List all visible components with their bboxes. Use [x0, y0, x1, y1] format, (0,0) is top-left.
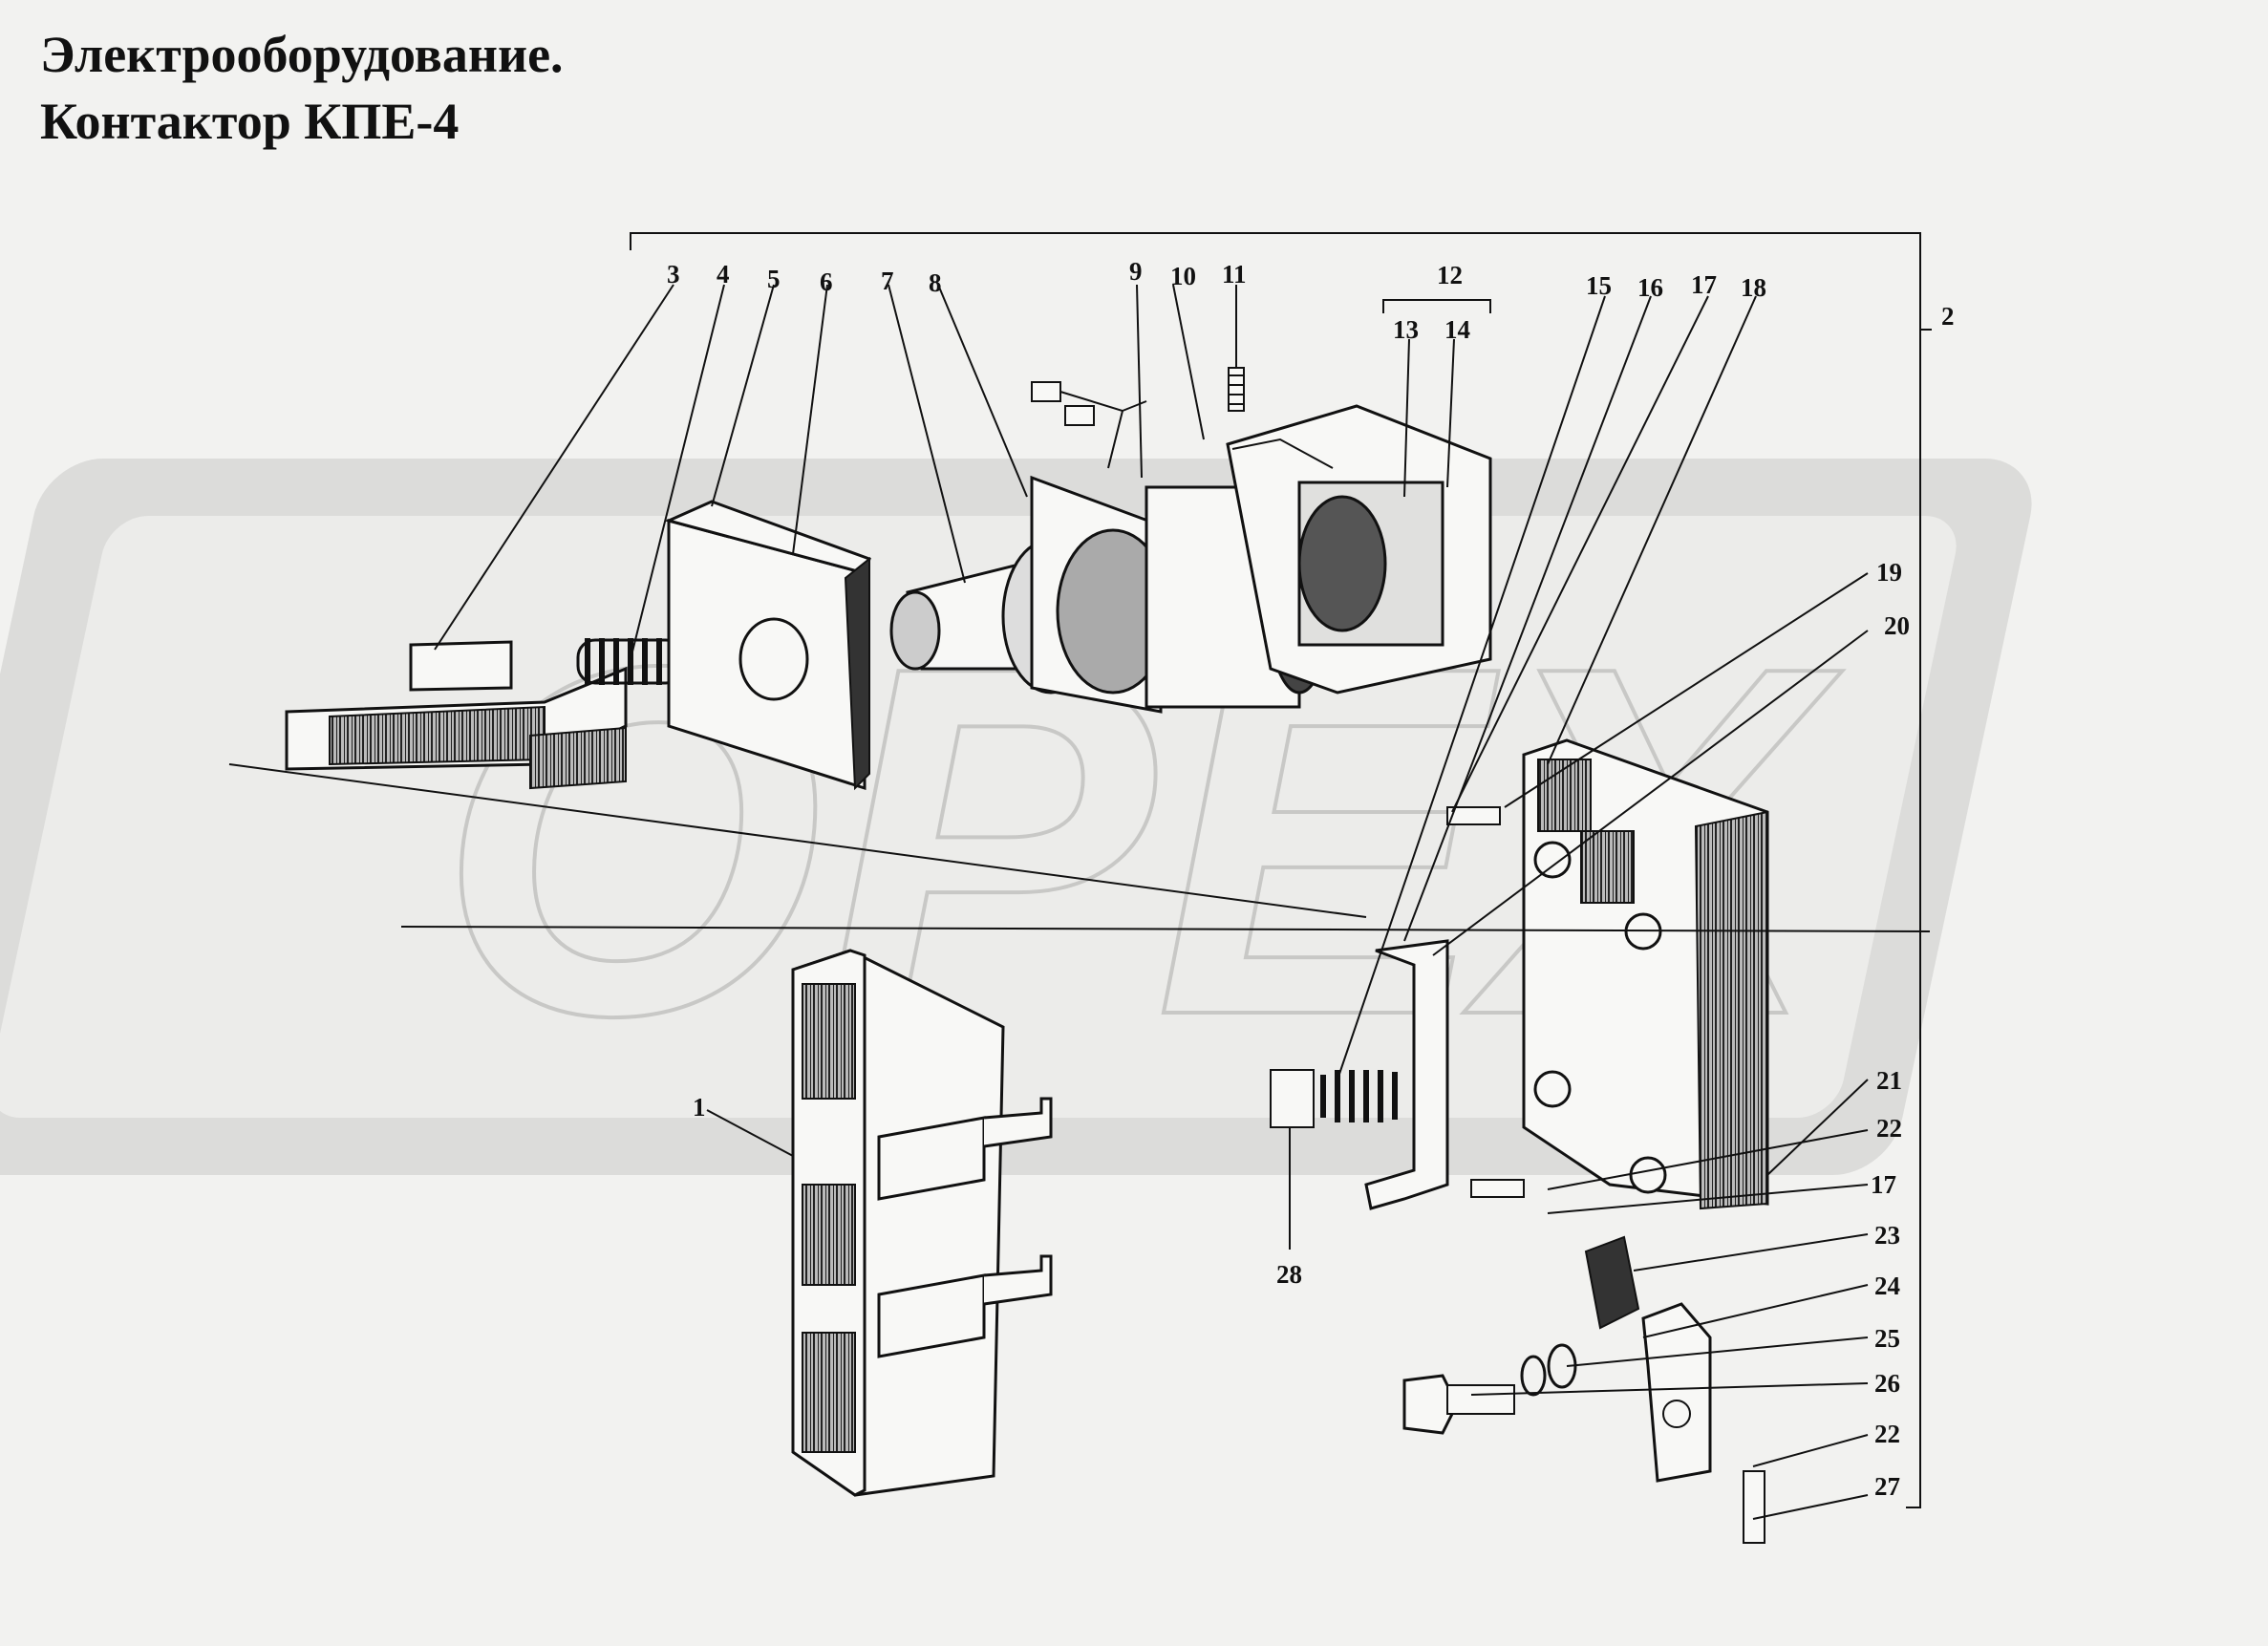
callout-20: 20: [1884, 611, 1910, 640]
watermark-logo: OPEX: [0, 459, 2032, 1175]
callout-9: 9: [1129, 257, 1143, 286]
callout-24: 24: [1874, 1272, 1900, 1300]
callout-22b: 22: [1874, 1420, 1900, 1448]
callout-21: 21: [1876, 1066, 1902, 1095]
bracket-2: [630, 232, 1932, 1508]
callout-16: 16: [1637, 273, 1663, 302]
callout-1: 1: [693, 1093, 706, 1122]
callout-25: 25: [1874, 1324, 1900, 1353]
callout-5: 5: [767, 265, 781, 293]
callout-3: 3: [667, 260, 680, 289]
part-contact-bridge: [1364, 939, 1449, 1210]
callout-26: 26: [1874, 1369, 1900, 1398]
callout-8: 8: [929, 268, 942, 297]
title-line-1: Электрооборудование.: [40, 26, 564, 83]
callout-6: 6: [820, 267, 833, 296]
part-6-plate: [664, 500, 871, 791]
callout-10: 10: [1170, 262, 1196, 290]
callout-11: 11: [1222, 260, 1247, 289]
callout-17b: 17: [1871, 1170, 1896, 1199]
callout-14: 14: [1444, 315, 1470, 344]
part-1-block: [791, 949, 1053, 1497]
callout-15: 15: [1586, 271, 1612, 300]
part-14-frame: [1226, 404, 1492, 695]
callout-22a: 22: [1876, 1114, 1902, 1143]
part-3-armature: [285, 640, 628, 790]
page-title: Электрооборудование. Контактор КПЕ-4: [40, 21, 564, 155]
callout-7: 7: [881, 267, 894, 295]
callout-23: 23: [1874, 1221, 1900, 1250]
part-contact-housing: [1522, 738, 1769, 1210]
title-line-2: Контактор КПЕ-4: [40, 93, 460, 150]
callout-12: 12: [1437, 261, 1463, 289]
part-11-screw: [1228, 367, 1245, 412]
part-23-contact: [1584, 1235, 1712, 1483]
bracket-12: [1382, 299, 1491, 313]
callout-17: 17: [1691, 270, 1717, 299]
callout-18: 18: [1741, 273, 1766, 302]
part-28-spring: [1270, 1069, 1398, 1128]
callout-labels: 3 4 5 6 7 8 9 10 11 12 13 14 15 16 17 18…: [667, 257, 1955, 1501]
callout-19: 19: [1876, 558, 1902, 587]
callout-2: 2: [1941, 302, 1955, 331]
callout-27: 27: [1874, 1472, 1900, 1501]
leader-lines: [228, 284, 1931, 1520]
part-bolts: [1402, 806, 1765, 1544]
callout-13: 13: [1393, 315, 1419, 344]
callout-28: 28: [1276, 1260, 1302, 1289]
callout-4: 4: [717, 260, 730, 289]
